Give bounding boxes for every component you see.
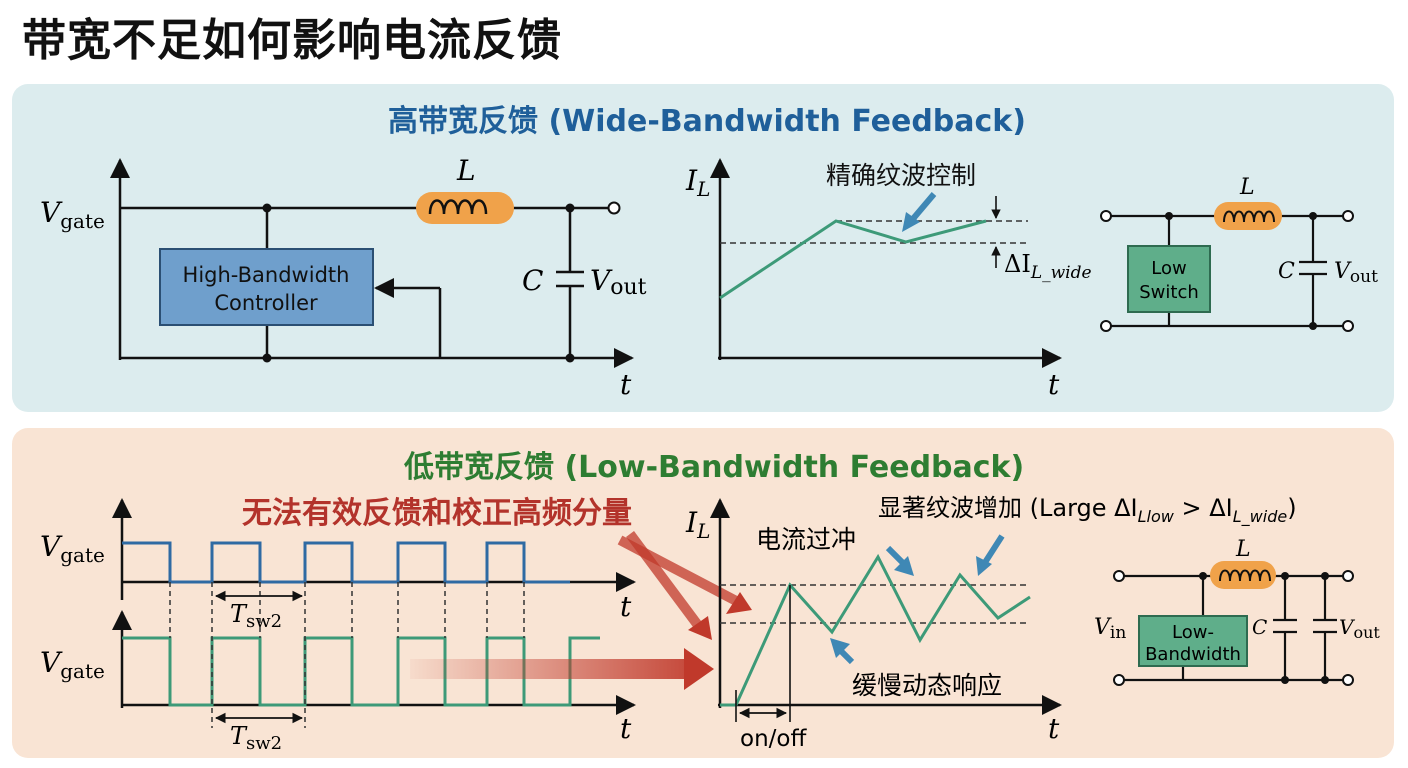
low-switch-line1: Low bbox=[1151, 258, 1186, 279]
circuit-t-label: t bbox=[620, 368, 632, 401]
vgate2-label: Vgate bbox=[40, 646, 105, 683]
tsw2-label-1: Tsw2 bbox=[230, 600, 282, 632]
slow-response-arrow bbox=[830, 638, 850, 658]
precise-ripple-arrow bbox=[909, 192, 937, 222]
vgate1-label: Vgate bbox=[40, 530, 105, 567]
small-inductor-icon bbox=[1214, 202, 1282, 230]
inductor-icon bbox=[416, 192, 514, 224]
red-arrow-lower bbox=[625, 531, 705, 631]
onoff-label: on/off bbox=[740, 726, 807, 752]
wave-t-label-1: t bbox=[620, 590, 632, 623]
low-bandwidth-line2: Bandwidth bbox=[1145, 644, 1241, 665]
page-title: 带宽不足如何影响电流反馈 bbox=[22, 15, 562, 66]
low-bandwidth-line1: Low- bbox=[1172, 622, 1214, 643]
low-bandwidth-title: 低带宽反馈 (Low-Bandwidth Feedback) bbox=[404, 450, 1025, 485]
vin-label: Vin bbox=[1094, 615, 1126, 643]
ripple-increase-label: 显著纹波增加 (Large ΔILlow > ΔIL_wide) bbox=[878, 494, 1297, 527]
low-inductor-icon bbox=[1210, 561, 1276, 589]
inductor-label: L bbox=[456, 154, 476, 187]
small-vout-label: Vout bbox=[1334, 259, 1378, 287]
wide-bandwidth-title: 高带宽反馈 (Wide-Bandwidth Feedback) bbox=[388, 104, 1026, 139]
low-switch-box bbox=[1127, 245, 1211, 313]
overshoot-arrow bbox=[894, 556, 914, 576]
controller-label-line1: High-Bandwidth bbox=[183, 263, 350, 287]
il-axis-label: IL bbox=[685, 164, 710, 201]
cannot-correct-label: 无法有效反馈和校正高频分量 bbox=[242, 496, 632, 531]
precise-ripple-label: 精确纹波控制 bbox=[826, 161, 976, 190]
ripple-increase-arrow bbox=[976, 556, 992, 576]
low-capacitor-label: C bbox=[1252, 615, 1267, 639]
vgate-label: Vgate bbox=[40, 196, 105, 233]
capacitor-label: C bbox=[522, 264, 543, 297]
low-switch-line2: Switch bbox=[1139, 282, 1199, 303]
small-inductor-label: L bbox=[1239, 175, 1255, 200]
tsw2-label-2: Tsw2 bbox=[230, 722, 282, 754]
wide-graph-axes bbox=[710, 158, 1062, 368]
vout-label: Vout bbox=[590, 264, 647, 300]
slow-response-label: 缓慢动态响应 bbox=[852, 671, 1002, 700]
red-arrow-horizontal bbox=[410, 659, 688, 679]
low-inductor-label: L bbox=[1235, 537, 1251, 562]
il-axis-label-low: IL bbox=[685, 506, 710, 543]
low-vout-label: Vout bbox=[1339, 615, 1380, 642]
small-capacitor-label: C bbox=[1278, 259, 1295, 284]
controller-label-line2: Controller bbox=[214, 291, 318, 315]
low-bandwidth-circuit bbox=[1119, 574, 1344, 682]
high-bandwidth-controller-box bbox=[159, 248, 374, 326]
graph-t-label: t bbox=[1048, 368, 1060, 401]
wide-current-waveform bbox=[719, 219, 987, 300]
low-graph-axes bbox=[710, 498, 1062, 715]
delta-il-wide-label: ΔIL_wide bbox=[1004, 250, 1092, 283]
low-bandwidth-box bbox=[1138, 615, 1248, 667]
low-current-waveform bbox=[720, 553, 1031, 707]
vgate-waveform-1 bbox=[122, 541, 570, 584]
low-graph-t-label: t bbox=[1048, 712, 1060, 745]
wave-t-label-2: t bbox=[620, 712, 632, 745]
overshoot-label: 电流过冲 bbox=[756, 525, 856, 554]
